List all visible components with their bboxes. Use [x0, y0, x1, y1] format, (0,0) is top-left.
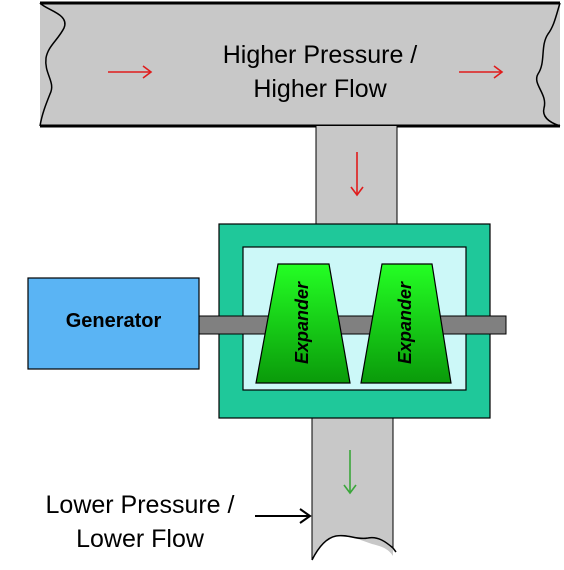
top-pipe-label-line-1: Higher Pressure /	[222, 41, 418, 69]
generator	[27, 277, 200, 370]
expander-1	[255, 263, 351, 384]
flow-arrow-top-right	[459, 65, 504, 79]
bottom-label-line-1: Lower Pressure /	[45, 491, 235, 519]
pipe-break-left	[39, 2, 66, 127]
expander-1-label: Expander	[292, 281, 312, 365]
expander-2	[360, 263, 452, 384]
pipe-break-right	[535, 2, 561, 127]
top-pipe-label-line-2: Higher Flow	[253, 75, 387, 103]
bottom-label-line-2: Lower Flow	[76, 525, 204, 553]
flow-arrow-top-left	[108, 65, 153, 79]
generator-label: Generator	[65, 310, 162, 332]
top-pipe	[39, 1, 561, 128]
outlet-pipe-break	[311, 534, 397, 561]
callout-arrow	[255, 508, 312, 524]
flow-arrow-down-outlet	[343, 450, 357, 495]
shaft	[198, 315, 507, 335]
expander-2-label: Expander	[395, 281, 415, 365]
flow-arrow-down-inlet	[350, 152, 364, 197]
